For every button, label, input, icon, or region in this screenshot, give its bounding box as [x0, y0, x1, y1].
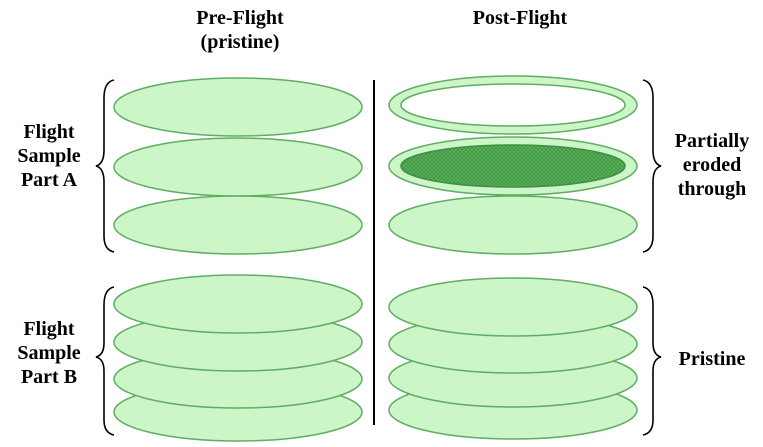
annotation-pristine: Pristine — [664, 347, 760, 371]
post-flight-title: Post-Flight — [472, 7, 568, 29]
brace-part-a — [95, 79, 115, 253]
eroded-hole — [400, 83, 626, 127]
disk-body — [113, 274, 363, 334]
disk-body — [388, 277, 638, 337]
post-part-a-disk-1 — [388, 75, 638, 135]
pre-part-a-disk-3 — [113, 195, 363, 255]
pristine-label: Pristine — [678, 348, 746, 370]
disk-body — [113, 195, 363, 255]
post-part-a-disk-2 — [388, 136, 638, 196]
brace-pristine — [642, 286, 662, 436]
post-part-a-disk-3 — [388, 195, 638, 255]
pre-part-a-disk-1 — [113, 77, 363, 137]
eroded-line3: through — [677, 178, 747, 200]
part-b-line1: Flight — [23, 318, 75, 340]
eroded-line1: Partially — [674, 130, 750, 152]
disk-body — [388, 195, 638, 255]
pre-part-a-disk-2 — [113, 137, 363, 197]
pre-flight-title: Pre-Flight — [196, 7, 284, 29]
disk-body — [113, 137, 363, 197]
disk-body — [113, 77, 363, 137]
eroded-line2: eroded — [682, 154, 742, 176]
brace-eroded — [642, 79, 662, 253]
pre-part-b-disk-1 — [113, 274, 363, 334]
part-a-line1: Flight — [23, 121, 75, 143]
part-b-line3: Part B — [20, 366, 78, 388]
row-label-part-a: Flight Sample Part A — [6, 120, 92, 192]
annotation-eroded: Partially eroded through — [664, 129, 760, 201]
pre-flight-subtitle: (pristine) — [200, 31, 280, 53]
pre-flight-header: Pre-Flight (pristine) — [160, 6, 320, 54]
brace-part-b — [95, 286, 115, 436]
disks-layer — [113, 75, 638, 442]
part-a-line3: Part A — [20, 169, 78, 191]
part-b-line2: Sample — [17, 342, 81, 364]
post-part-b-disk-1 — [388, 277, 638, 337]
row-label-part-b: Flight Sample Part B — [6, 317, 92, 389]
post-flight-header: Post-Flight — [440, 6, 600, 30]
eroded-region — [400, 144, 626, 188]
part-a-line2: Sample — [17, 145, 81, 167]
